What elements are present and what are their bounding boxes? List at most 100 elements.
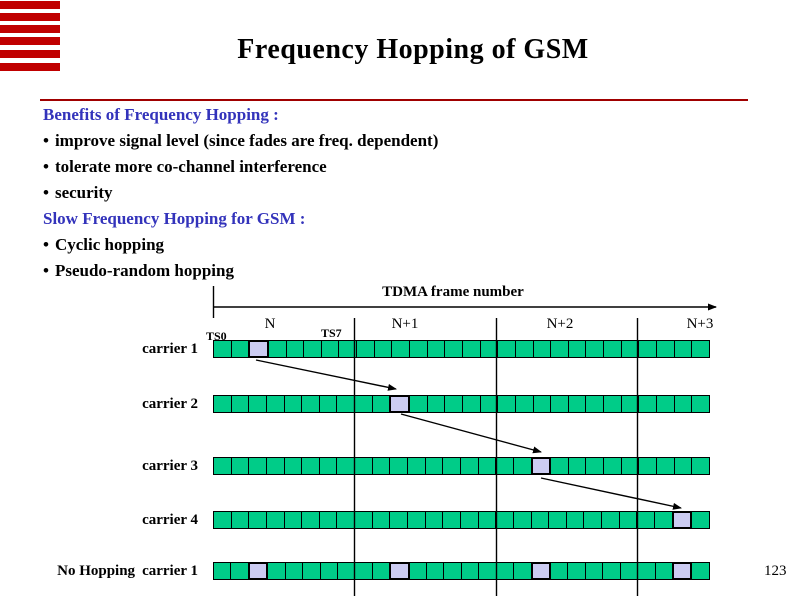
timeslot-cell	[637, 562, 656, 580]
hopping-timeslot-cell	[530, 457, 552, 475]
timeslot-cell	[354, 457, 373, 475]
timeslot-cell	[230, 511, 250, 529]
hopping-timeslot-cell	[389, 395, 411, 413]
timeslot-cell	[389, 457, 409, 475]
timeslot-cell	[638, 457, 658, 475]
timeslot-cell	[443, 562, 462, 580]
bullet-item: •improve signal level (since fades are f…	[43, 128, 438, 154]
timeslot-cell	[656, 395, 675, 413]
carrier-name: carrier 3	[142, 457, 198, 474]
timeslot-cell	[426, 562, 445, 580]
hop-arrow-2	[400, 413, 542, 454]
timeslot-cell	[691, 511, 710, 529]
bullet-item: • Cyclic hopping	[43, 232, 438, 258]
timeslot-cell	[477, 457, 497, 475]
timeslot-cell	[391, 340, 411, 358]
timeslot-cell	[213, 395, 232, 413]
timeslot-cell	[283, 457, 303, 475]
timeslot-cell	[213, 457, 232, 475]
timeslot-cell	[514, 395, 534, 413]
logo-stripe	[0, 25, 60, 33]
no-hopping-carrier-label: No Hopping carrier 1	[40, 562, 198, 580]
timeslot-cell	[267, 340, 287, 358]
timeslot-cell	[301, 457, 320, 475]
timeslot-cell	[620, 457, 640, 475]
carrier-label: carrier 1	[40, 340, 198, 358]
timeslot-cell	[673, 457, 693, 475]
timeslot-cell	[567, 340, 587, 358]
timeslot-cell	[497, 340, 516, 358]
timeslot-cell	[495, 562, 515, 580]
timeslot-cell	[318, 395, 338, 413]
timeslot-cell	[265, 457, 285, 475]
timeslot-cell	[673, 340, 693, 358]
timeslot-cell	[213, 340, 232, 358]
timeslot-cell	[550, 395, 569, 413]
timeslot-cell	[513, 562, 532, 580]
timeslot-cell	[319, 562, 338, 580]
bullet-text: Cyclic hopping	[54, 235, 165, 254]
ts7-label: TS7	[321, 326, 342, 340]
timeslot-cell	[567, 395, 587, 413]
carrier-label: carrier 2	[40, 395, 198, 413]
no-hopping-label: No Hopping	[57, 562, 136, 579]
hop-arrow-3	[540, 477, 682, 510]
timeslot-cell	[265, 395, 285, 413]
hopping-timeslot-cell	[248, 340, 269, 358]
hopping-timeslot-cell	[530, 562, 552, 580]
carrier-name: carrier 1	[142, 562, 198, 579]
timeslot-cell	[620, 395, 640, 413]
timeslot-cell	[585, 340, 605, 358]
timeslot-cell	[514, 340, 534, 358]
bullet-text-block: Benefits of Frequency Hopping : •improve…	[43, 102, 438, 284]
timeslot-cell	[691, 340, 710, 358]
timeslot-cell	[407, 457, 426, 475]
timeslot-cell	[426, 395, 446, 413]
timeslot-cell	[338, 340, 358, 358]
timeslot-cell	[283, 511, 303, 529]
timeslot-cell	[442, 511, 461, 529]
timeslot-cell	[550, 562, 569, 580]
timeslot-cell	[512, 511, 532, 529]
timeslot-cell	[318, 457, 338, 475]
timeslot-cell	[336, 511, 356, 529]
timeslot-row	[213, 511, 710, 529]
timeslot-cell	[389, 511, 409, 529]
bullet-glyph: •	[43, 157, 49, 176]
timeslot-cell	[318, 511, 338, 529]
hopping-timeslot-cell	[247, 562, 269, 580]
logo-stripe	[0, 50, 60, 58]
bullet-glyph: •	[43, 235, 49, 254]
timeslot-cell	[567, 562, 586, 580]
timeslot-cell	[356, 340, 375, 358]
hopping-timeslot-cell	[389, 562, 410, 580]
bullet-text: improve signal level (since fades are fr…	[54, 131, 439, 150]
timeslot-cell	[565, 511, 585, 529]
timeslot-cell	[301, 511, 320, 529]
timeslot-cell	[567, 457, 587, 475]
timeslot-cell	[530, 511, 550, 529]
timeslot-cell	[371, 457, 391, 475]
bullet-item: •tolerate more co-channel interference	[43, 154, 438, 180]
timeslot-cell	[585, 457, 605, 475]
timeslot-cell	[497, 395, 516, 413]
timeslot-cell	[477, 511, 497, 529]
timeslot-cell	[461, 340, 481, 358]
timeslot-cell	[459, 457, 479, 475]
logo-stripe	[0, 37, 60, 45]
timeslot-cell	[213, 562, 232, 580]
timeslot-cell	[495, 511, 514, 529]
logo-stripe	[0, 1, 60, 9]
timeslot-cell	[336, 457, 356, 475]
timeslot-cell	[602, 562, 621, 580]
carrier-label: carrier 4	[40, 511, 198, 529]
timeslot-cell	[248, 511, 267, 529]
timeslot-cell	[583, 511, 603, 529]
timeslot-cell	[267, 562, 286, 580]
timeslot-cell	[248, 395, 267, 413]
logo-stripe	[0, 63, 60, 71]
timeslot-cell	[673, 395, 693, 413]
timeslot-cell	[426, 340, 446, 358]
timeslot-cell	[230, 457, 250, 475]
timeslot-cell	[336, 562, 356, 580]
